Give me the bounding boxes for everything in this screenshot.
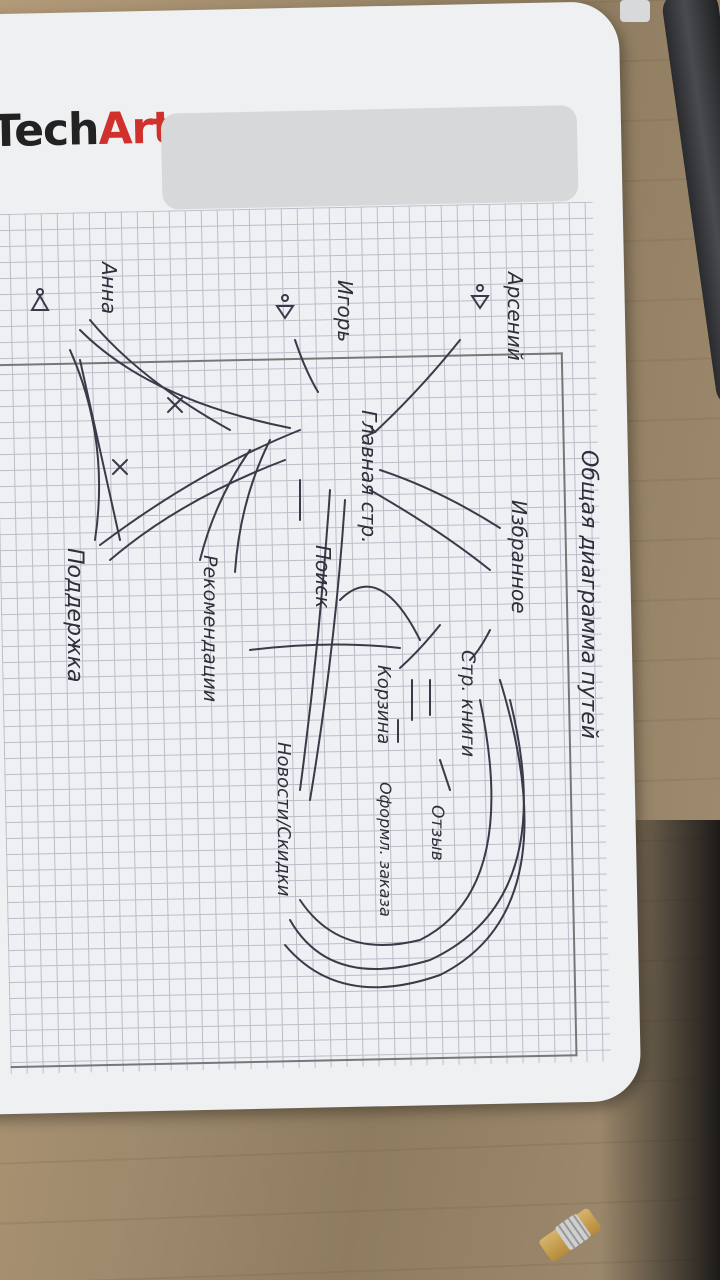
arrow-main-favorites [379, 469, 501, 529]
actor-label-igor: Игорь [333, 280, 357, 342]
node-recommendations: Рекомендации [199, 555, 221, 702]
node-search: Поиск [311, 545, 335, 608]
actor-symbol-igor [275, 294, 295, 320]
node-review: Отзыв [427, 805, 447, 861]
node-checkout: Оформл. заказа [376, 782, 395, 917]
actor-label-arseniy: Арсений [503, 270, 527, 361]
actor-symbol-anna [30, 288, 50, 311]
arrow-main-recs [234, 439, 271, 573]
actor-symbol-arseniy [470, 284, 490, 310]
node-main: Главная стр. [357, 410, 381, 543]
node-support: Поддержка [62, 548, 87, 683]
arrow-main-support [99, 429, 301, 546]
node-favorites: Избранное [507, 500, 531, 614]
node-cart: Корзина [373, 665, 394, 744]
pen-clip [620, 0, 650, 22]
node-news: Новости/Скидки [273, 742, 294, 897]
arrow-main-news [299, 489, 331, 791]
diagram-title: Общая диаграмма путей [576, 450, 601, 739]
actor-label-anna: Анна [97, 260, 121, 314]
arrow-arseniy-main [374, 339, 461, 433]
arrow-igor-main [294, 339, 319, 393]
node-book-page: Стр. книги [457, 650, 479, 757]
